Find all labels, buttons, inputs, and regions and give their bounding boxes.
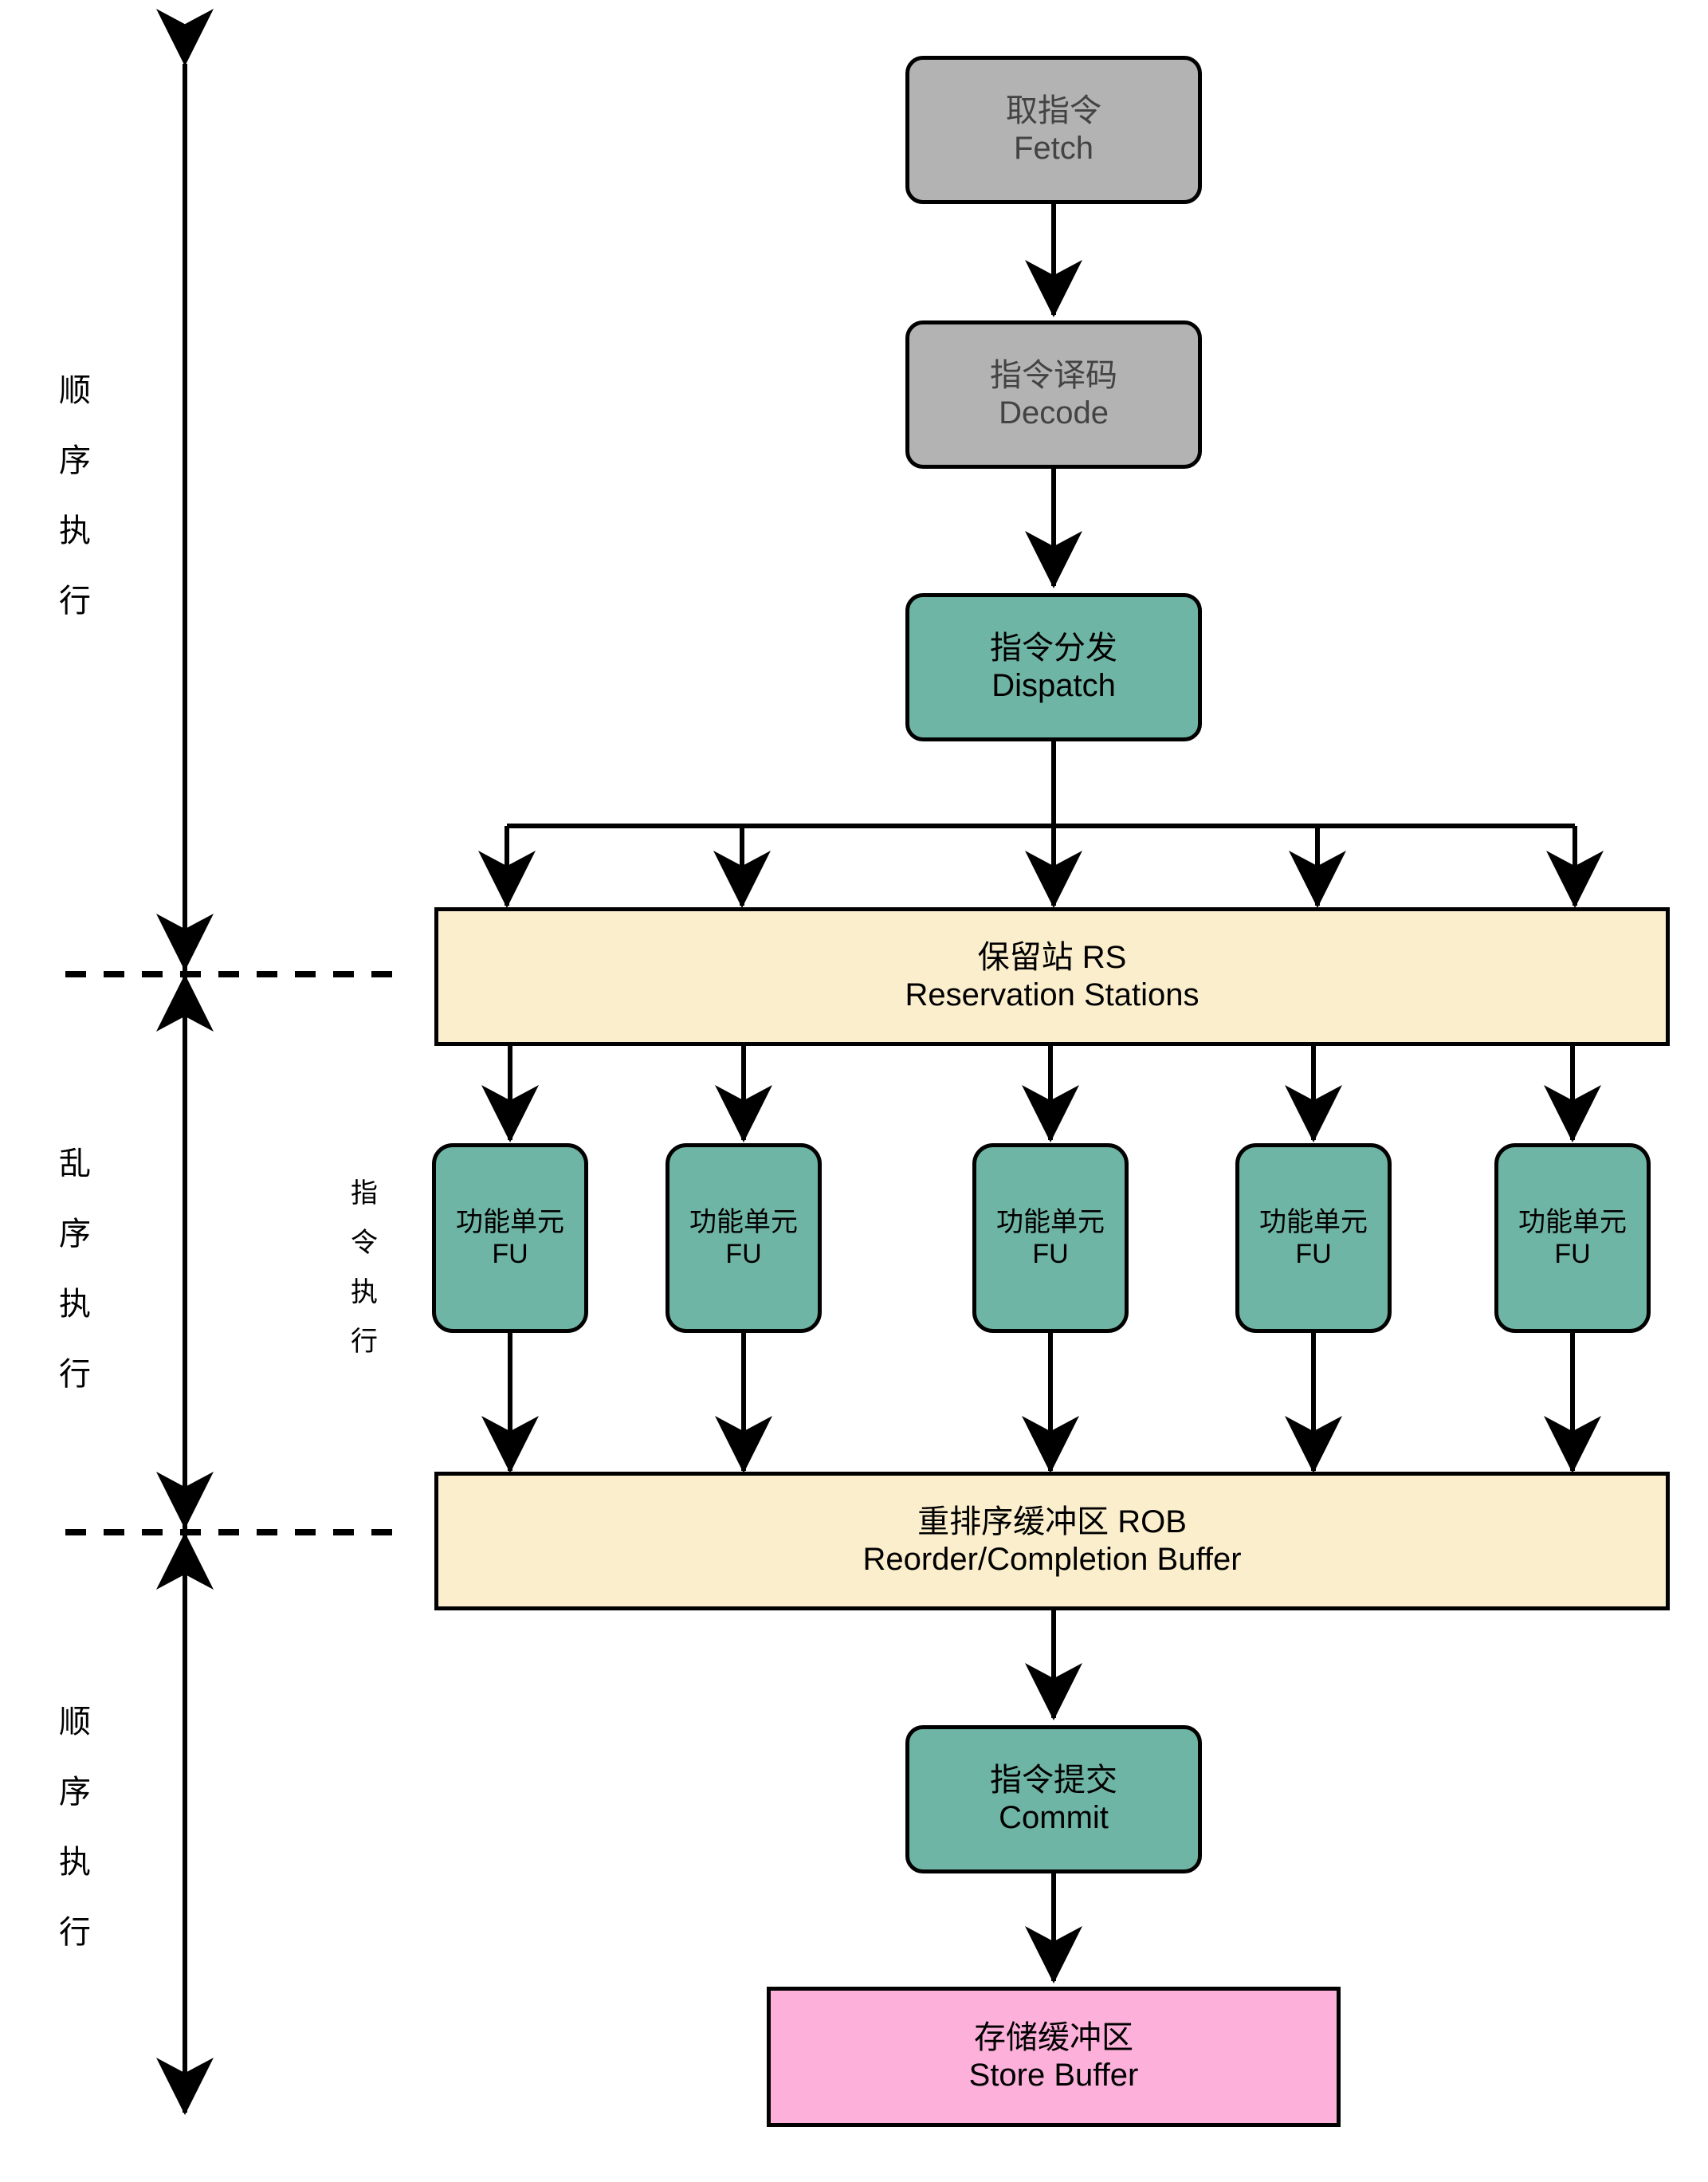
buffer-store[interactable]: 存储缓冲区 Store Buffer	[767, 1987, 1341, 2127]
stage-dispatch-label-en: Dispatch	[991, 668, 1116, 703]
fu-label-cn: 功能单元	[1518, 1206, 1627, 1237]
functional-unit-3[interactable]: 功能单元 FU	[972, 1143, 1129, 1333]
stage-commit-label-en: Commit	[999, 1800, 1109, 1835]
rs-label-en: Reservation Stations	[905, 977, 1200, 1012]
fu-label-cn: 功能单元	[996, 1206, 1105, 1237]
phase-char: 顺	[59, 1704, 91, 1740]
fu-label-en: FU	[725, 1239, 762, 1269]
stage-dispatch[interactable]: 指令分发 Dispatch	[905, 593, 1202, 741]
rs-label-cn: 保留站 RS	[977, 939, 1127, 975]
functional-unit-4[interactable]: 功能单元 FU	[1235, 1143, 1392, 1333]
rob-label-en: Reorder/Completion Buffer	[862, 1542, 1242, 1577]
stage-fetch-label-en: Fetch	[1013, 131, 1094, 166]
fu-label-en: FU	[1554, 1239, 1591, 1269]
fu-label-cn: 功能单元	[1259, 1206, 1368, 1237]
store-buffer-label-cn: 存储缓冲区	[974, 2019, 1133, 2055]
phase-char: 行	[59, 1915, 91, 1950]
stage-fetch-label-cn: 取指令	[1006, 92, 1101, 128]
phase-char: 序	[59, 443, 91, 478]
exec-char: 行	[351, 1327, 378, 1357]
stage-dispatch-label-cn: 指令分发	[990, 630, 1117, 666]
functional-unit-5[interactable]: 功能单元 FU	[1494, 1143, 1651, 1333]
fu-label-cn: 功能单元	[456, 1206, 564, 1237]
fu-label-en: FU	[1295, 1239, 1332, 1269]
fu-label-en: FU	[1032, 1239, 1069, 1269]
exec-char: 执	[351, 1277, 378, 1307]
phase-label-in-order-front: 顺 序 执 行	[59, 375, 91, 617]
phase-char: 执	[59, 513, 91, 548]
phase-char: 序	[59, 1217, 91, 1252]
exec-char: 令	[351, 1228, 378, 1258]
instruction-execute-label: 指 令 执 行	[351, 1180, 378, 1355]
stage-decode-label-cn: 指令译码	[990, 357, 1117, 393]
phase-char: 乱	[59, 1146, 91, 1181]
phase-char: 行	[59, 584, 91, 619]
phase-char: 顺	[59, 373, 91, 408]
phase-label-in-order-back: 顺 序 执 行	[59, 1706, 91, 1948]
fu-label-cn: 功能单元	[689, 1206, 798, 1237]
store-buffer-label-en: Store Buffer	[968, 2058, 1139, 2093]
functional-unit-2[interactable]: 功能单元 FU	[666, 1143, 822, 1333]
fu-label-en: FU	[492, 1239, 528, 1269]
phase-char: 行	[59, 1357, 91, 1392]
stage-commit[interactable]: 指令提交 Commit	[905, 1725, 1202, 1873]
exec-char: 指	[351, 1178, 378, 1209]
functional-unit-1[interactable]: 功能单元 FU	[432, 1143, 588, 1333]
phase-char: 序	[59, 1775, 91, 1810]
stage-decode[interactable]: 指令译码 Decode	[905, 320, 1202, 469]
rob-label-cn: 重排序缓冲区 ROB	[917, 1504, 1187, 1539]
stage-commit-label-cn: 指令提交	[990, 1762, 1117, 1798]
stage-fetch[interactable]: 取指令 Fetch	[905, 56, 1202, 204]
buffer-reservation-stations[interactable]: 保留站 RS Reservation Stations	[434, 907, 1670, 1046]
phase-char: 执	[59, 1287, 91, 1322]
phase-char: 执	[59, 1845, 91, 1880]
phase-label-out-of-order: 乱 序 执 行	[59, 1148, 91, 1390]
buffer-reorder-completion[interactable]: 重排序缓冲区 ROB Reorder/Completion Buffer	[434, 1472, 1670, 1610]
stage-decode-label-en: Decode	[999, 395, 1109, 431]
